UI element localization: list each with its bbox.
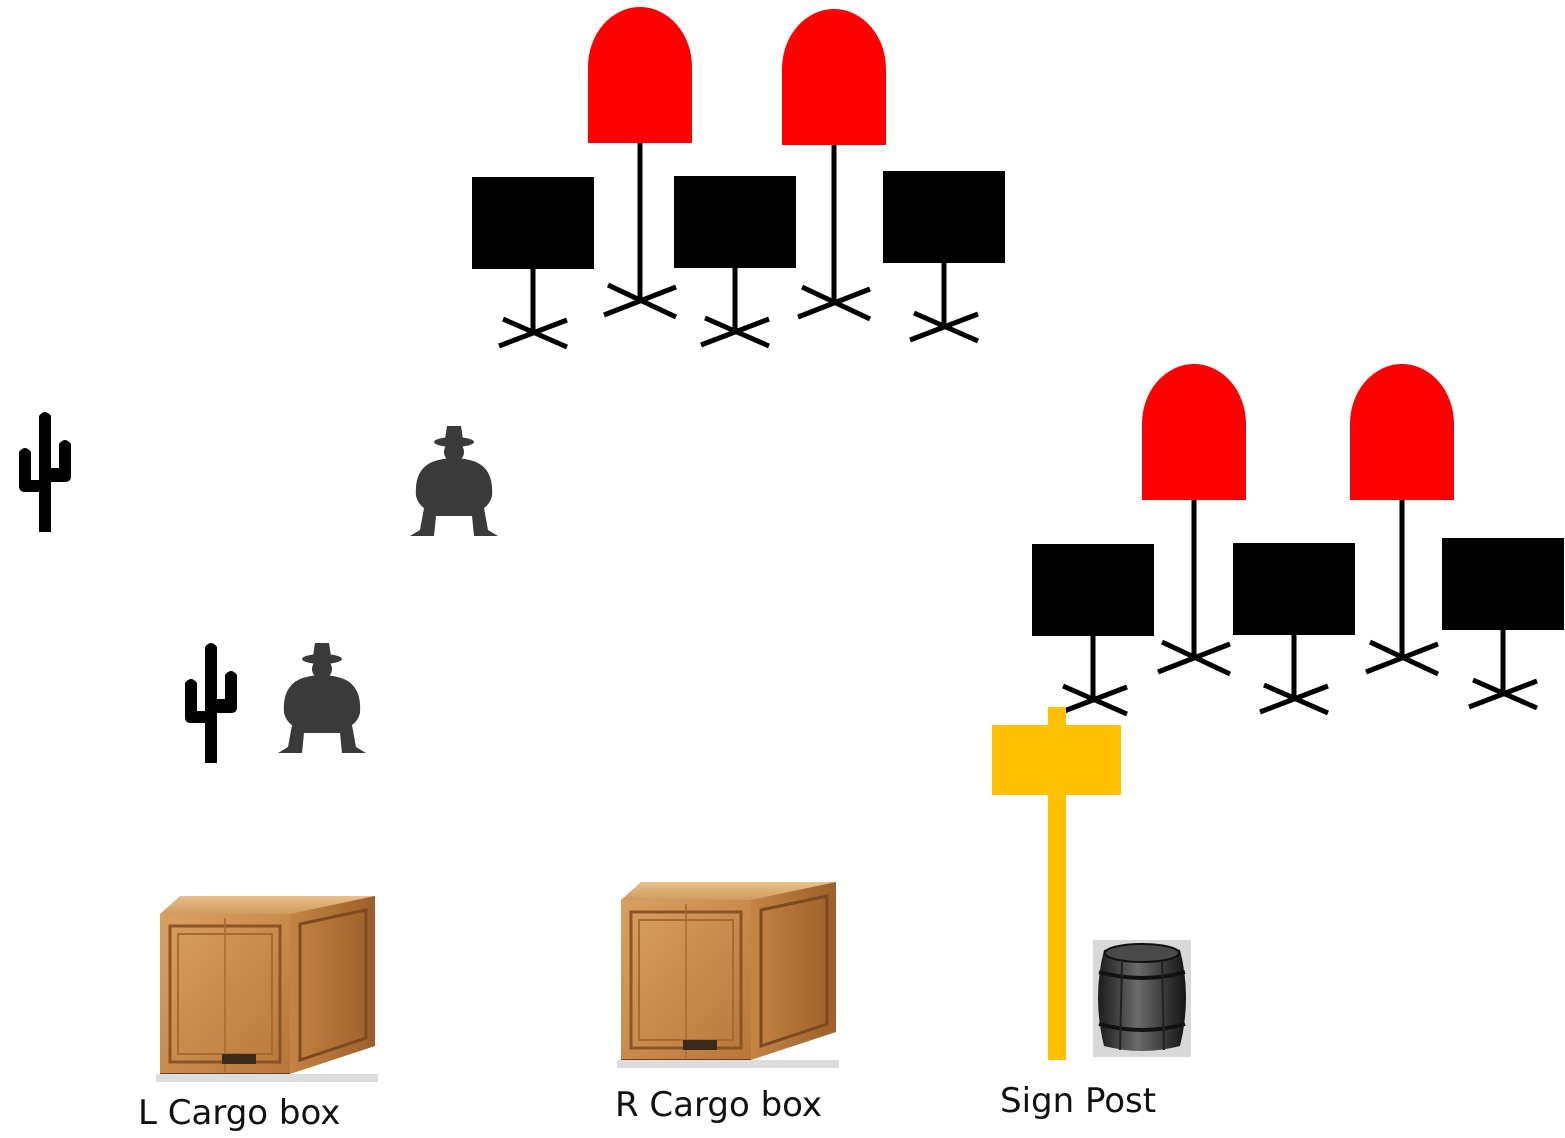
music-stand-icon	[883, 171, 1005, 341]
music-stand-icon	[472, 177, 594, 347]
cowboy-icon	[278, 643, 366, 753]
stop-lamp-icon	[588, 7, 692, 317]
cowboy-icon	[410, 426, 498, 536]
sign-post-icon	[992, 707, 1121, 1060]
stop-lamp-icon	[1142, 364, 1246, 674]
crate-icon	[154, 894, 380, 1084]
left-cargo-label: L Cargo box	[138, 1093, 340, 1133]
cactus-icon	[19, 412, 71, 532]
music-stand-icon	[1233, 543, 1355, 713]
crate-icon	[615, 880, 841, 1070]
cactus-icon	[185, 643, 237, 763]
music-stand-icon	[1032, 544, 1154, 714]
sign-post-label: Sign Post	[1000, 1081, 1156, 1121]
stop-lamp-icon	[1350, 364, 1454, 674]
music-stand-icon	[1442, 538, 1564, 708]
stop-lamp-icon	[782, 9, 886, 319]
music-stand-icon	[674, 176, 796, 346]
barrel-icon	[1093, 940, 1191, 1057]
right-cargo-label: R Cargo box	[615, 1085, 822, 1125]
